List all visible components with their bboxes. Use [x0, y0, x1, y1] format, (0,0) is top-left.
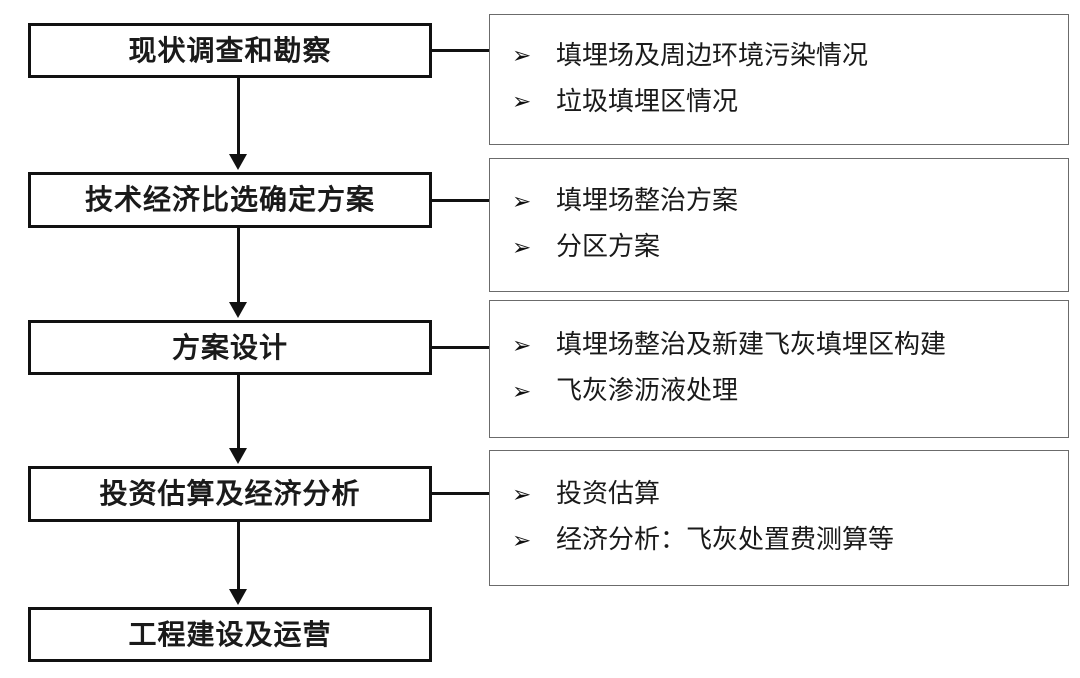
arrowhead-icon-1 [229, 154, 247, 170]
bullet-arrow-icon: ➢ [512, 188, 532, 215]
connector-vertical-3 [237, 375, 240, 450]
stage-box-5[interactable]: 工程建设及运营 [28, 607, 432, 662]
connector-vertical-2 [237, 228, 240, 304]
bullet-arrow-icon: ➢ [512, 332, 532, 359]
bullet-arrow-icon: ➢ [512, 234, 532, 261]
stage-label-5: 工程建设及运营 [128, 617, 332, 651]
stage-label-3: 方案设计 [171, 330, 288, 364]
stage-label-4: 投资估算及经济分析 [99, 477, 361, 510]
bullet-arrow-icon: ➢ [512, 481, 532, 508]
connector-horizontal-3 [430, 346, 490, 349]
stage-label-1: 现状调查和勘察 [128, 33, 332, 67]
detail-panel-1: ➢ 填埋场及周边环境污染情况 ➢ 垃圾填埋区情况 [489, 14, 1069, 145]
detail-text: 垃圾填埋区情况 [556, 86, 739, 117]
detail-item: ➢ 投资估算 [490, 472, 1068, 518]
detail-item: ➢ 填埋场整治方案 [490, 179, 1068, 225]
detail-item: ➢ 垃圾填埋区情况 [490, 80, 1068, 126]
detail-item: ➢ 经济分析：飞灰处置费测算等 [490, 518, 1068, 564]
detail-item: ➢ 飞灰渗沥液处理 [490, 369, 1068, 415]
stage-label-2: 技术经济比选确定方案 [84, 183, 375, 216]
detail-text: 投资估算 [556, 479, 661, 510]
connector-vertical-4 [237, 522, 240, 591]
arrowhead-icon-2 [229, 302, 247, 318]
bullet-arrow-icon: ➢ [512, 43, 532, 69]
detail-panel-2: ➢ 填埋场整治方案 ➢ 分区方案 [489, 158, 1069, 292]
detail-item: ➢ 填埋场整治及新建飞灰填埋区构建 [490, 323, 1068, 369]
detail-text: 经济分析：飞灰处置费测算等 [556, 525, 895, 556]
stage-box-4[interactable]: 投资估算及经济分析 [28, 466, 432, 522]
detail-text: 填埋场整治方案 [556, 186, 739, 217]
arrowhead-icon-3 [229, 448, 247, 464]
connector-horizontal-2 [430, 199, 490, 202]
connector-vertical-1 [237, 78, 240, 156]
detail-item: ➢ 分区方案 [490, 225, 1068, 271]
bullet-arrow-icon: ➢ [512, 89, 532, 115]
detail-text: 填埋场及周边环境污染情况 [556, 40, 869, 71]
stage-box-1[interactable]: 现状调查和勘察 [28, 23, 432, 78]
bullet-arrow-icon: ➢ [512, 378, 532, 405]
detail-text: 分区方案 [556, 232, 661, 263]
detail-panel-4: ➢ 投资估算 ➢ 经济分析：飞灰处置费测算等 [489, 450, 1069, 586]
detail-item: ➢ 填埋场及周边环境污染情况 [490, 34, 1068, 80]
stage-box-3[interactable]: 方案设计 [28, 320, 432, 375]
detail-panel-3: ➢ 填埋场整治及新建飞灰填埋区构建 ➢ 飞灰渗沥液处理 [489, 300, 1069, 438]
connector-horizontal-1 [430, 49, 490, 52]
stage-box-2[interactable]: 技术经济比选确定方案 [28, 172, 432, 228]
detail-text: 飞灰渗沥液处理 [556, 376, 739, 407]
bullet-arrow-icon: ➢ [512, 527, 532, 554]
arrowhead-icon-4 [229, 589, 247, 605]
detail-text: 填埋场整治及新建飞灰填埋区构建 [556, 330, 947, 361]
connector-horizontal-4 [430, 492, 490, 495]
